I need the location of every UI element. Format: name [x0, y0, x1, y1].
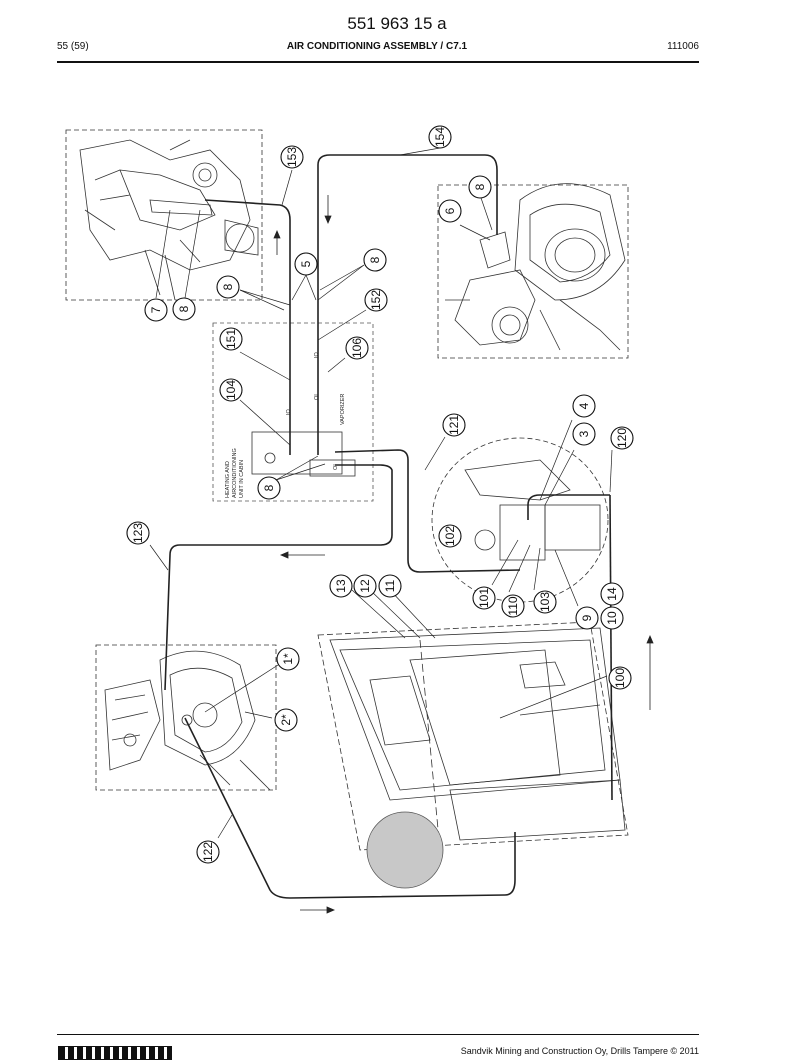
svg-text:152: 152 — [369, 290, 383, 310]
callout-121: 121 — [442, 413, 466, 437]
callout-2-star: 2* — [274, 708, 298, 732]
port-label-3: IO — [314, 351, 320, 358]
callout-120: 120 — [610, 426, 634, 450]
callout-104: 104 — [219, 378, 243, 402]
port-label-2: OI — [314, 394, 320, 400]
engine-illustration-lower-left — [95, 644, 277, 791]
svg-text:10: 10 — [605, 611, 619, 625]
svg-text:123: 123 — [131, 523, 145, 543]
callout-8-left: 8 — [172, 297, 196, 321]
svg-text:8: 8 — [177, 305, 191, 312]
callout-110: 110 — [501, 594, 525, 618]
callout-151: 151 — [219, 327, 243, 351]
svg-text:102: 102 — [443, 526, 457, 546]
callout-3: 3 — [572, 422, 596, 446]
callout-101: 101 — [472, 586, 496, 610]
condenser-frame-illustration — [317, 621, 629, 851]
flow-arrows — [273, 195, 654, 914]
svg-text:5: 5 — [299, 260, 313, 267]
svg-text:8: 8 — [368, 256, 382, 263]
svg-text:7: 7 — [149, 306, 163, 313]
compressor-illustration-top-right — [437, 183, 629, 359]
callout-8-right-of-5: 8 — [363, 248, 387, 272]
svg-text:9: 9 — [580, 614, 594, 621]
svg-text:8: 8 — [262, 484, 276, 491]
callout-153: 153 — [280, 145, 304, 169]
callout-11: 11 — [378, 574, 402, 598]
page-title: AIR CONDITIONING ASSEMBLY / C7.1 — [286, 41, 468, 52]
leader-lines — [149, 147, 613, 839]
svg-text:103: 103 — [538, 592, 552, 612]
hvac-unit-body — [251, 431, 343, 475]
callout-123: 123 — [126, 521, 150, 545]
header-divider — [57, 61, 699, 63]
svg-text:120: 120 — [615, 428, 629, 448]
svg-text:110: 110 — [506, 596, 520, 615]
hvac-box-text-2: AIRCONDITIONING — [232, 448, 238, 498]
svg-text:151: 151 — [224, 329, 238, 349]
svg-text:11: 11 — [383, 579, 397, 592]
svg-text:104: 104 — [224, 380, 238, 400]
expansion-valve-detail — [431, 437, 609, 603]
callout-4: 4 — [572, 394, 596, 418]
svg-text:8: 8 — [473, 183, 487, 190]
callout-6: 6 — [438, 199, 462, 223]
hvac-box-text-3: UNIT IN CABIN — [239, 460, 245, 498]
port-label-4: OI — [333, 464, 339, 470]
callout-7: 7 — [144, 298, 168, 322]
svg-text:101: 101 — [477, 588, 491, 608]
callout-1-star: 1* — [276, 647, 300, 671]
svg-text:100: 100 — [613, 668, 627, 688]
svg-text:122: 122 — [201, 842, 215, 862]
svg-text:14: 14 — [605, 587, 619, 601]
footer-copyright: Sandvik Mining and Construction Oy, Dril… — [460, 1046, 699, 1056]
svg-text:154: 154 — [433, 127, 447, 147]
refrigerant-hoses — [164, 154, 613, 899]
svg-text:121: 121 — [447, 415, 461, 435]
document-date: 111006 — [667, 41, 699, 52]
svg-text:153: 153 — [285, 147, 299, 167]
svg-text:13: 13 — [334, 579, 348, 593]
vaporizer-label: VAPORIZER — [340, 394, 346, 425]
svg-text:3: 3 — [577, 430, 591, 437]
svg-text:1*: 1* — [281, 653, 295, 665]
callout-13: 13 — [329, 574, 353, 598]
callout-8-left-of-5: 8 — [216, 275, 240, 299]
svg-text:6: 6 — [443, 207, 457, 214]
highlight-circle — [366, 811, 444, 889]
callout-8-unit: 8 — [257, 476, 281, 500]
svg-text:12: 12 — [358, 579, 372, 593]
callout-100: 100 — [608, 666, 632, 690]
hvac-box-text-1: HEATING AND — [225, 461, 231, 498]
company-logo — [58, 1046, 172, 1060]
callout-14: 14 — [600, 582, 624, 606]
svg-text:106: 106 — [350, 338, 364, 358]
callout-106: 106 — [345, 336, 369, 360]
engine-illustration-top-left — [65, 129, 263, 301]
callout-103: 103 — [533, 590, 557, 614]
callout-154: 154 — [428, 125, 452, 149]
callout-152: 152 — [364, 288, 388, 312]
page-number: 55 (59) — [57, 41, 89, 52]
callout-9: 9 — [575, 606, 599, 630]
svg-text:8: 8 — [221, 283, 235, 290]
callout-10: 10 — [600, 606, 624, 630]
hvac-unit-box — [212, 322, 374, 502]
callout-8-top-right: 8 — [468, 175, 492, 199]
svg-text:4: 4 — [577, 402, 591, 409]
document-number: 551 963 15 a — [347, 14, 447, 33]
callout-102: 102 — [438, 524, 462, 548]
callout-5: 5 — [294, 252, 318, 276]
callout-122: 122 — [196, 840, 220, 864]
svg-text:2*: 2* — [279, 714, 293, 726]
footer-divider — [57, 1034, 699, 1035]
callout-12: 12 — [353, 574, 377, 598]
port-label-1: IO — [286, 408, 292, 415]
